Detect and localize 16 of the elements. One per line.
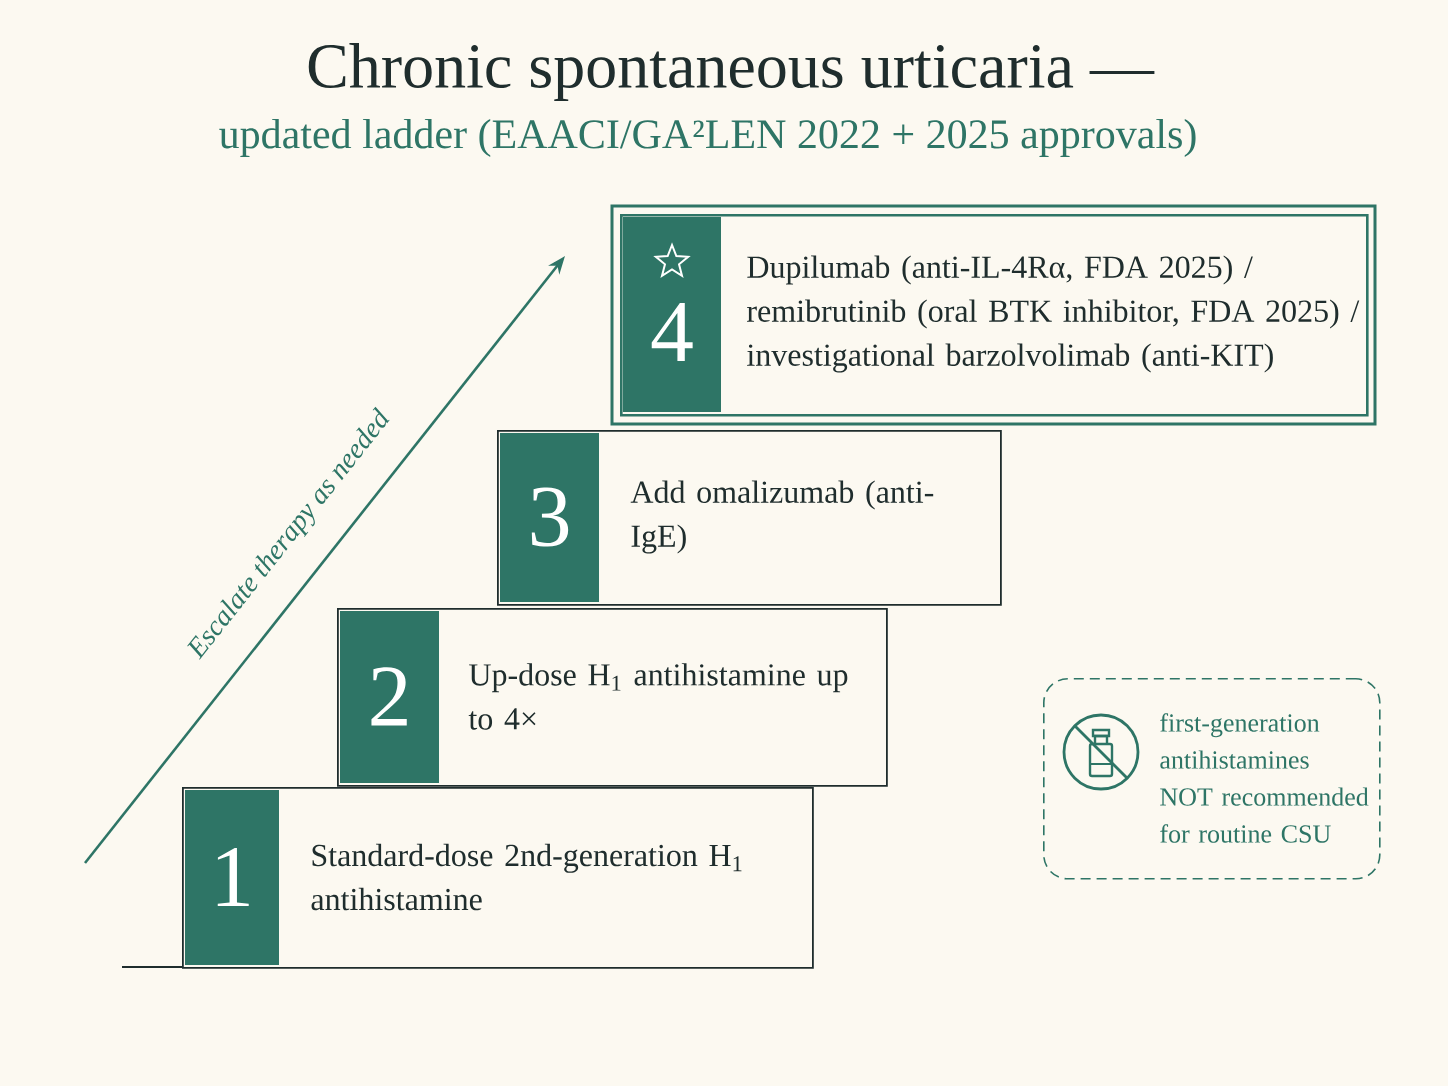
step-number: 4 [651,303,693,361]
step-number: 3 [531,487,569,547]
step-text: Add omalizumab (anti-IgE) [630,480,934,554]
step-text: Up-dose H$_{1}$ antihistamine up to 4× [468,663,848,730]
note-box [1043,678,1381,880]
step-box [182,787,814,969]
step-box [610,204,1377,426]
step-box [337,608,888,787]
step-text: Dupilumab (anti-IL-4Rα, FDA 2025) / remibrutinib (oral BTK inhibitor, FDA 2025) / investigational barzolvolimab (anti-KIT) [747,255,1360,373]
note-text: first-generation antihistamines NOT recommended for routine CSU [1160,713,1369,843]
title: Chronic spontaneous urticaria — [308,43,1155,101]
step-box [497,430,1002,606]
subtitle: updated ladder (EAACI/GA²LEN 2022 + 2025 approvals) [219,118,1196,158]
step-number: 2 [371,667,407,726]
step-text: Standard-dose 2nd-generation H$_{1}$ antihistamine [311,843,742,911]
step-number: 1 [217,847,249,907]
